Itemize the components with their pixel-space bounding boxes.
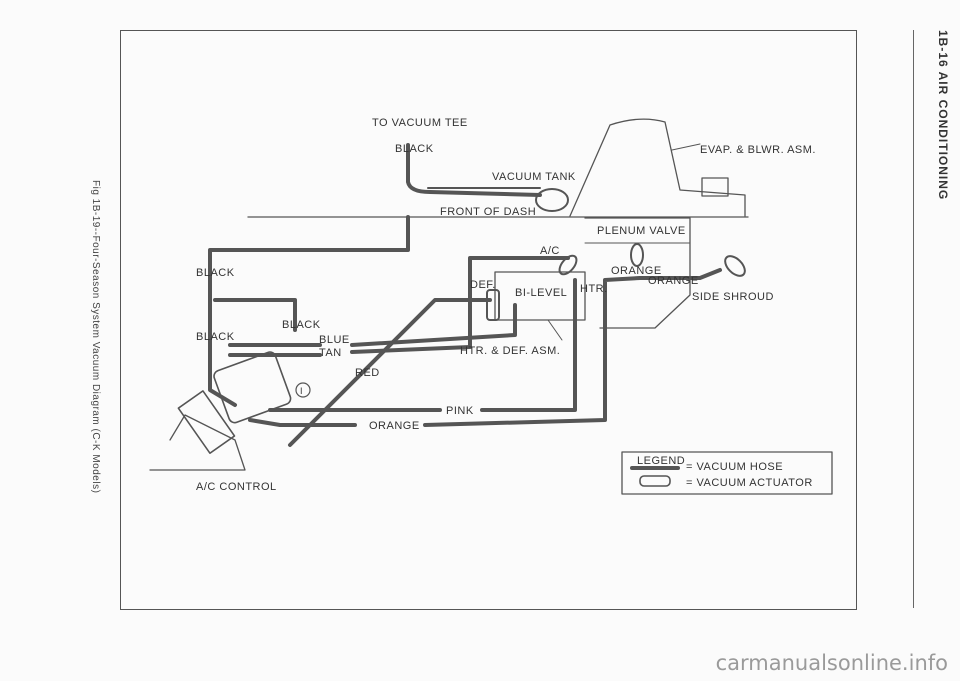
evap-leader bbox=[671, 143, 701, 151]
label-red: RED bbox=[355, 367, 380, 379]
htr-def-leader bbox=[547, 319, 563, 341]
blower-motor bbox=[701, 177, 729, 197]
label-blue: BLUE bbox=[319, 334, 350, 346]
diagram-frame bbox=[120, 30, 857, 610]
def-actuator bbox=[486, 289, 500, 321]
side-rule bbox=[913, 30, 914, 608]
label-pink: PINK bbox=[446, 405, 474, 417]
plenum-box bbox=[584, 217, 691, 329]
label-def: DEF. bbox=[470, 279, 496, 291]
label-htr: HTR. bbox=[580, 283, 608, 295]
section-header: 1B-16 AIR CONDITIONING bbox=[936, 30, 950, 201]
vacuum-tank bbox=[535, 188, 569, 212]
label-ac-control: A/C CONTROL bbox=[196, 481, 277, 493]
legend-box bbox=[621, 451, 833, 495]
circle-i-marker bbox=[295, 382, 311, 398]
label-htr-def-asm: HTR. & DEF. ASM. bbox=[460, 345, 560, 357]
watermark: carmanualsonline.info bbox=[715, 651, 948, 675]
ac-control-valve bbox=[213, 351, 292, 424]
label-orange-1: ORANGE bbox=[611, 265, 662, 277]
ac-control-lever bbox=[177, 390, 236, 454]
legend-title: LEGEND bbox=[637, 455, 685, 467]
label-circle-i: I bbox=[300, 386, 303, 396]
legend-actuator-label: = VACUUM ACTUATOR bbox=[686, 477, 813, 489]
label-black-top: BLACK bbox=[395, 143, 434, 155]
label-plenum-valve: PLENUM VALVE bbox=[597, 225, 686, 237]
label-tan: TAN bbox=[319, 347, 342, 359]
figure-caption: Fig 1B-19--Four-Season System Vacuum Dia… bbox=[90, 180, 101, 494]
label-evap-blwr: EVAP. & BLWR. ASM. bbox=[700, 144, 816, 156]
evap-blower-housing bbox=[569, 118, 746, 217]
black-hose-left bbox=[208, 215, 410, 407]
plenum-actuator bbox=[630, 243, 644, 267]
ac-control-bracket bbox=[149, 414, 246, 471]
ac-actuator bbox=[558, 254, 578, 276]
legend-actuator-sample bbox=[639, 475, 671, 487]
label-vacuum-tank: VACUUM TANK bbox=[492, 171, 576, 183]
black-hose-mid bbox=[213, 298, 297, 332]
label-side-shroud: SIDE SHROUD bbox=[692, 291, 774, 303]
label-black-left: BLACK bbox=[196, 267, 235, 279]
label-front-of-dash: FRONT OF DASH bbox=[440, 206, 536, 218]
label-orange-2: ORANGE bbox=[648, 275, 699, 287]
label-black-left-2: BLACK bbox=[196, 331, 235, 343]
red-hose bbox=[288, 298, 492, 447]
label-ac: A/C bbox=[540, 245, 560, 257]
side-shroud-actuator bbox=[724, 255, 746, 277]
blue-hose bbox=[228, 303, 517, 347]
label-black-mid: BLACK bbox=[282, 319, 321, 331]
htr-def-assembly bbox=[494, 271, 586, 321]
label-bi-level: BI-LEVEL bbox=[515, 287, 567, 299]
label-to-vacuum-tee: TO VACUUM TEE bbox=[372, 117, 468, 129]
label-orange-bottom: ORANGE bbox=[369, 420, 420, 432]
orange-hose bbox=[248, 276, 642, 427]
orange-hose-shroud bbox=[638, 268, 722, 280]
legend-hose-label: = VACUUM HOSE bbox=[686, 461, 783, 473]
pink-hose bbox=[268, 278, 577, 412]
vacuum-tank-hose bbox=[406, 143, 542, 197]
